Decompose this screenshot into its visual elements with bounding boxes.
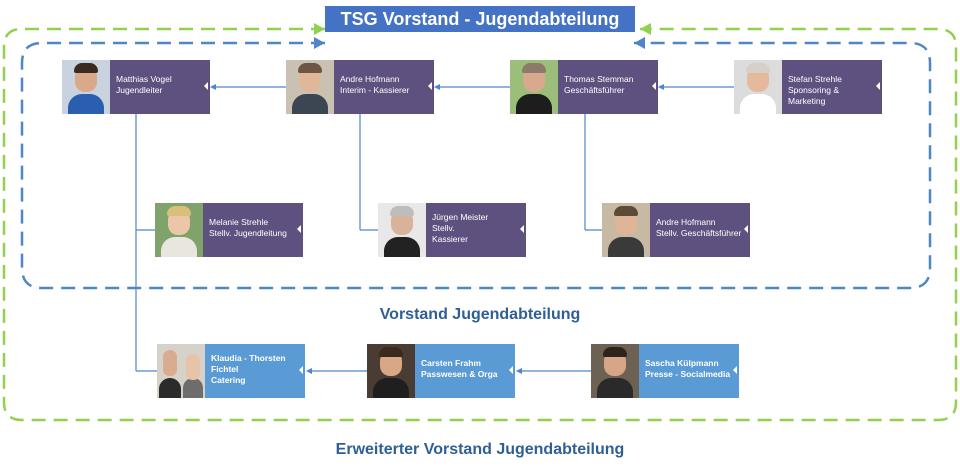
card-juergen-meister: Jürgen Meister Stellv. Kassierer	[378, 203, 526, 257]
card-stefan-strehle: Stefan Strehle Sponsoring & Marketing	[734, 60, 882, 114]
arrow-left-outer-to-title	[314, 23, 325, 35]
card-role: Geschäftsführer	[564, 85, 625, 95]
card-role-2: Kassierer	[432, 234, 468, 244]
card-role: Fichtel	[211, 364, 239, 374]
photo-andre-hofmann	[286, 60, 334, 114]
inner-section-label: Vorstand Jugendabteilung	[379, 306, 581, 323]
card-role: Jugendleiter	[116, 85, 163, 95]
outer-section-label: Erweiterter Vorstand Jugendabteilung	[335, 441, 625, 458]
photo-melanie-strehle	[155, 203, 203, 257]
card-name: Stefan Strehle	[788, 74, 842, 84]
card-role: Interim - Kassierer	[340, 85, 410, 95]
page-title: TSG Vorstand - Jugendabteilung	[325, 6, 635, 32]
card-role: Sponsoring & Marketing	[788, 85, 840, 106]
photo-stefan-strehle	[734, 60, 782, 114]
card-name: Melanie Strehle	[209, 217, 269, 227]
card-name: Klaudia - Thorsten	[211, 353, 286, 363]
photo-juergen-meister	[378, 203, 426, 257]
photo-thomas-stemman	[510, 60, 558, 114]
photo-andre-hofmann-2	[602, 203, 650, 257]
outer-dashed-border	[2, 27, 958, 422]
card-role: Presse - Socialmedia	[645, 369, 731, 379]
card-klaudia-thorsten-fichtel: Klaudia - Thorsten Fichtel Catering	[157, 344, 305, 398]
card-name: Sascha Külpmann	[645, 358, 719, 368]
card-matthias-vogel: Matthias Vogel Jugendleiter	[62, 60, 210, 114]
card-name: Andre Hofmann	[340, 74, 400, 84]
card-thomas-stemman: Thomas Stemman Geschäftsführer	[510, 60, 658, 114]
photo-matthias-vogel	[62, 60, 110, 114]
card-role: Stellv. Geschäftsführer	[656, 228, 742, 238]
card-name: Thomas Stemman	[564, 74, 634, 84]
arrow-right-outer-to-title	[640, 23, 651, 35]
arrow-left-to-title	[314, 37, 325, 49]
card-melanie-strehle: Melanie Strehle Stellv. Jugendleitung	[155, 203, 303, 257]
card-role: Passwesen & Orga	[421, 369, 498, 379]
card-carsten-frahm: Carsten Frahm Passwesen & Orga	[367, 344, 515, 398]
photo-sascha-kuelpmann	[591, 344, 639, 398]
card-name: Carsten Frahm	[421, 358, 481, 368]
card-name: Jürgen Meister	[432, 212, 489, 222]
card-sascha-kuelpmann: Sascha Külpmann Presse - Socialmedia	[591, 344, 739, 398]
photo-fichtel	[157, 344, 205, 398]
card-andre-hofmann-gf: Andre Hofmann Stellv. Geschäftsführer	[602, 203, 750, 257]
arrow-right-to-title	[634, 37, 645, 49]
card-name: Andre Hofmann	[656, 217, 716, 227]
photo-carsten-frahm	[367, 344, 415, 398]
card-role: Stellv.	[432, 223, 455, 233]
card-role-2: Catering	[211, 375, 246, 385]
card-andre-hofmann-kassierer: Andre Hofmann Interim - Kassierer	[286, 60, 434, 114]
card-role: Stellv. Jugendleitung	[209, 228, 287, 238]
card-name: Matthias Vogel	[116, 74, 172, 84]
